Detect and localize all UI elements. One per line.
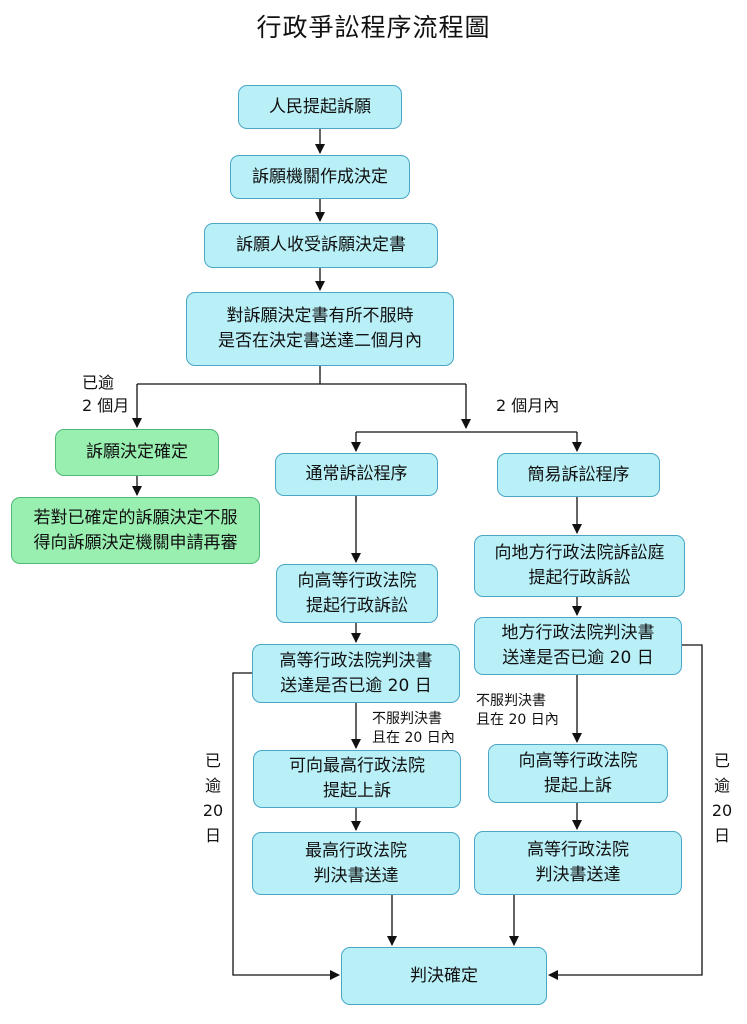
label-over-20-days-right: 已 逾 20 日 — [711, 751, 733, 845]
label-over-20-days-left: 已 逾 20 日 — [202, 751, 224, 845]
high-appeal-node: 向高等行政法院 提起上訴 — [488, 744, 668, 803]
label-appeal-left: 不服判決書 且在 20 日內 — [372, 711, 455, 746]
label-over-2-months: 已逾 2 個月 — [82, 373, 130, 415]
check-node: 對訴願決定書有所不服時 是否在決定書送達二個月內 — [186, 292, 454, 366]
decision-node: 訴願機關作成決定 — [230, 155, 410, 199]
supreme-served-node: 最高行政法院 判決書送達 — [252, 832, 460, 895]
simple-node: 簡易訴訟程序 — [497, 453, 660, 497]
district-suit-node: 向地方行政法院訴訟庭 提起行政訴訟 — [474, 535, 685, 597]
final-judgment-node: 判決確定 — [341, 947, 547, 1005]
high-court-suit-node: 向高等行政法院 提起行政訴訟 — [276, 564, 438, 623]
high-judgment-node: 高等行政法院判決書 送達是否已逾 20 日 — [252, 644, 460, 703]
page-title: 行政爭訟程序流程圖 — [256, 13, 491, 42]
petition-node: 人民提起訴願 — [238, 85, 402, 129]
label-within-2-months: 2 個月內 — [496, 396, 560, 415]
receive-node: 訴願人收受訴願決定書 — [204, 223, 438, 268]
high-served-node: 高等行政法院 判決書送達 — [474, 831, 682, 895]
district-judgment-node: 地方行政法院判決書 送達是否已逾 20 日 — [474, 617, 682, 675]
final-petition-node: 訴願決定確定 — [55, 429, 219, 476]
arrow-over20-left — [232, 672, 340, 980]
ordinary-node: 通常訴訟程序 — [275, 453, 438, 496]
supreme-appeal-node: 可向最高行政法院 提起上訴 — [253, 750, 461, 808]
label-appeal-right: 不服判決書 且在 20 日內 — [476, 693, 559, 728]
reexam-node: 若對已確定的訴願決定不服 得向訴願決定機關申請再審 — [11, 497, 260, 564]
arrow-over20-right — [548, 644, 703, 980]
